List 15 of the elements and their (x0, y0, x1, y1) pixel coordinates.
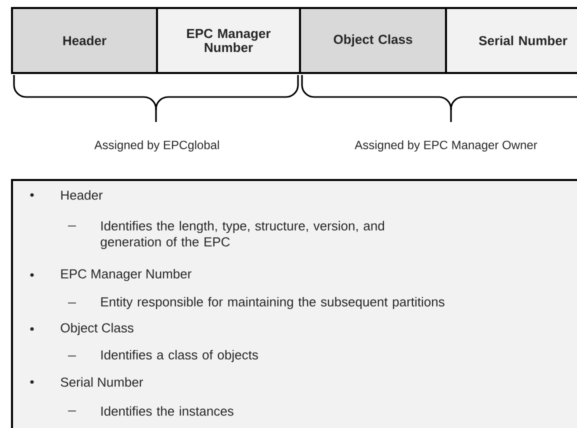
list-item: Identifies a class of objects (101, 350, 258, 362)
list-item: EPC Manager Number (61, 268, 192, 282)
list-item: Identifies the length, type, structure, version, and generation of the EPC (100, 220, 384, 250)
field-cell: Object Class (299, 7, 447, 74)
field-cell: Header (11, 7, 158, 74)
bracket-label: Assigned by EPCglobal (94, 140, 219, 152)
list-item: Serial Number (60, 377, 144, 387)
list-item: Header (61, 190, 103, 200)
list-item: Identifies the instances (101, 406, 234, 416)
field-cell: Serial Number (445, 7, 577, 74)
bracket-label: Assigned by EPC Manager Owner (354, 140, 538, 152)
list-item: Entity responsible for maintaining the subsequent partitions (101, 296, 444, 310)
field-cell: EPC Manager Number (156, 7, 301, 74)
description-panel (11, 179, 577, 428)
list-item: Object Class (60, 322, 134, 336)
